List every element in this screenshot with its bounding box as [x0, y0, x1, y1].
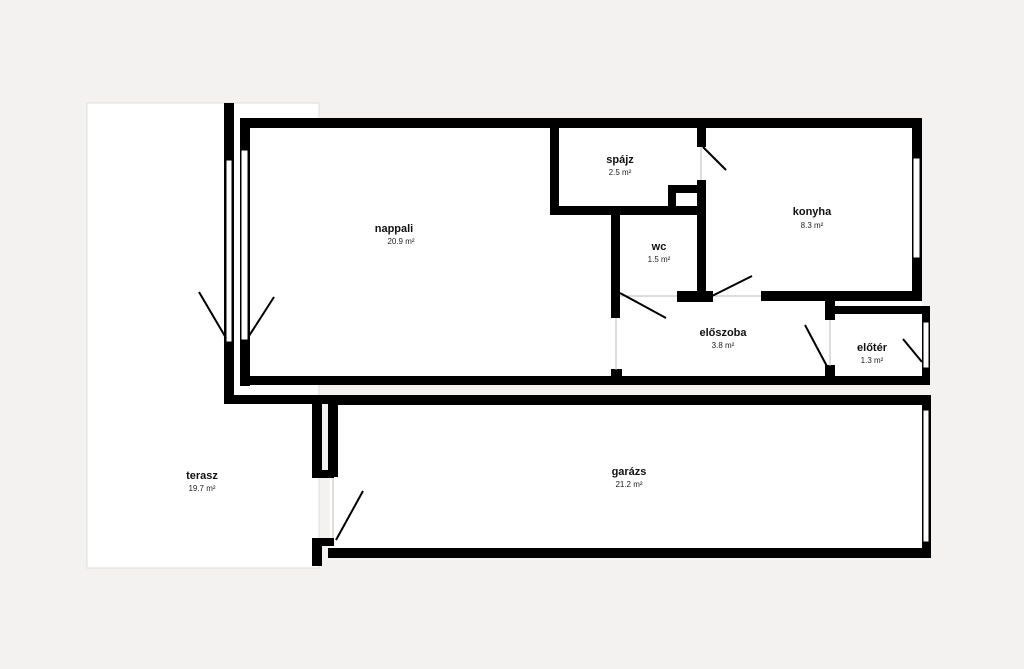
room-eloter: előtér 1.3 m²: [857, 342, 888, 365]
room-name: wc: [651, 241, 667, 253]
windows: [225, 149, 930, 543]
room-name: nappali: [375, 223, 414, 235]
room-terasz: terasz 19.7 m²: [186, 470, 218, 493]
apartment-floor: [242, 120, 922, 382]
doors: [198, 146, 923, 541]
room-area: 8.3 m²: [801, 221, 824, 230]
openings: [332, 147, 831, 538]
room-area: 21.2 m²: [615, 480, 642, 489]
eloter-floor: [830, 306, 930, 382]
room-area: 2.5 m²: [609, 168, 632, 177]
room-area: 3.8 m²: [712, 341, 735, 350]
room-area: 1.3 m²: [861, 356, 884, 365]
room-spajz: spájz 2.5 m²: [606, 154, 634, 177]
room-area: 1.5 m²: [648, 255, 671, 264]
room-name: előszoba: [699, 327, 747, 339]
room-name: konyha: [793, 206, 832, 218]
room-konyha: konyha 8.3 m²: [793, 206, 832, 230]
room-name: garázs: [612, 466, 647, 478]
room-name: terasz: [186, 470, 218, 482]
garage-floor: [330, 398, 930, 558]
room-area: 19.7 m²: [188, 484, 215, 493]
room-wc: wc 1.5 m²: [648, 241, 671, 264]
room-area: 20.9 m²: [387, 237, 414, 246]
room-garazs: garázs 21.2 m²: [612, 466, 647, 489]
room-name: előtér: [857, 342, 888, 354]
room-nappali: nappali 20.9 m²: [375, 223, 415, 246]
room-name: spájz: [606, 154, 634, 166]
room-eloszoba: előszoba 3.8 m²: [699, 327, 747, 350]
